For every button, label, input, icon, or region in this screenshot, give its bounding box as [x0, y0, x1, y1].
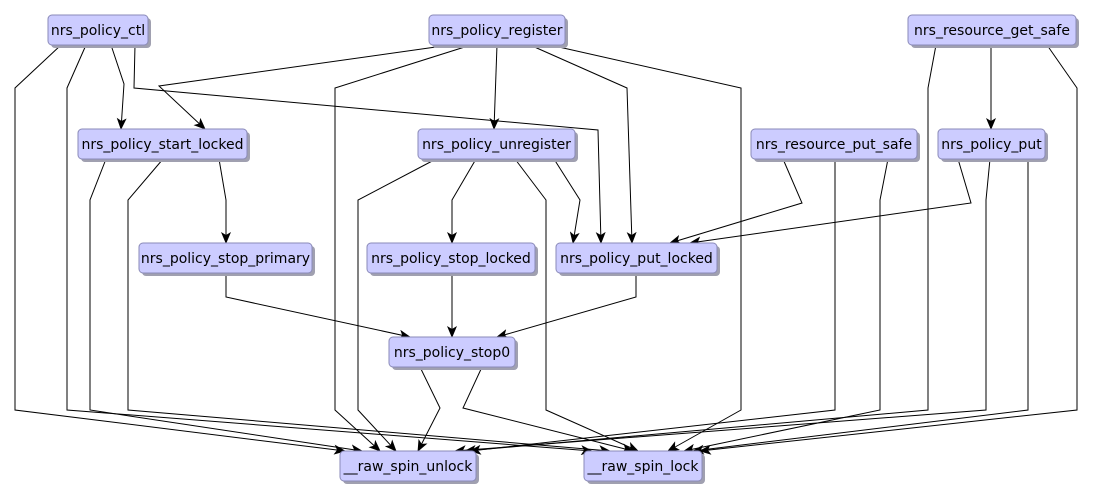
node-box — [937, 128, 1046, 160]
edge-put_locked-to-stop0 — [496, 273, 637, 339]
edge-register-to-start_locked — [157, 44, 451, 130]
edge-ctl-to-put_locked — [133, 44, 606, 244]
edge-ctl-to-start_locked — [110, 44, 127, 130]
edge-start_locked-to-unlock — [89, 158, 363, 455]
node-stop-locked[interactable]: nrs_policy_stop_locked — [366, 242, 538, 276]
node-box — [555, 242, 718, 274]
edge-start_locked-to-lock — [127, 158, 611, 456]
edge-stop0-to-lock — [462, 366, 634, 454]
node-label: nrs_resource_put_safe — [756, 137, 912, 153]
node-label: nrs_policy_register — [431, 23, 562, 39]
edge-get_safe-to-lock — [699, 44, 1078, 455]
node-unregister[interactable]: nrs_policy_unregister — [417, 128, 578, 162]
node-box — [388, 336, 516, 368]
edge-put-to-unlock — [454, 158, 991, 456]
node-label: nrs_policy_stop0 — [394, 345, 510, 361]
edge-unregister-to-stop_locked — [447, 158, 477, 244]
node-box — [907, 14, 1077, 46]
node-put[interactable]: nrs_policy_put — [937, 128, 1048, 162]
node-label: nrs_policy_unregister — [422, 137, 571, 153]
edge-register-to-put_locked — [529, 44, 637, 244]
edge-put_safe-to-unlock — [469, 159, 836, 455]
node-get-safe[interactable]: nrs_resource_get_safe — [907, 14, 1079, 48]
edge-put_safe-to-put_locked — [669, 158, 803, 245]
node-label: nrs_policy_put_locked — [560, 251, 713, 267]
node-box — [750, 128, 918, 160]
edges — [14, 44, 1078, 456]
node-box — [77, 128, 248, 160]
node-box — [417, 128, 576, 160]
edge-put-to-put_locked — [689, 158, 972, 247]
node-lock[interactable]: __raw_spin_lock — [583, 450, 705, 484]
nodes: nrs_policy_ctl nrs_policy_register nrs_res… — [47, 14, 1079, 484]
node-label: nrs_policy_put — [941, 137, 1042, 153]
edge-stop0-to-unlock — [417, 366, 441, 452]
node-box — [47, 14, 149, 46]
edge-ctl-to-unlock — [14, 44, 346, 455]
edge-start_locked-to-stop_primary — [218, 158, 231, 244]
node-ctl[interactable]: nrs_policy_ctl — [47, 14, 151, 48]
node-stop-primary[interactable]: nrs_policy_stop_primary — [138, 242, 315, 276]
node-box — [366, 242, 536, 274]
node-label: nrs_policy_start_locked — [81, 137, 243, 153]
edge-put-to-lock — [692, 159, 1029, 455]
node-put-locked[interactable]: nrs_policy_put_locked — [555, 242, 720, 276]
edge-register-to-lock — [549, 44, 742, 452]
node-label: __raw_spin_lock — [587, 459, 700, 475]
node-start-locked[interactable]: nrs_policy_start_locked — [77, 128, 250, 162]
node-label: nrs_resource_get_safe — [914, 23, 1070, 39]
node-label: nrs_policy_ctl — [51, 23, 145, 39]
node-unlock[interactable]: __raw_spin_unlock — [339, 450, 479, 484]
edge-unregister-to-put_locked — [553, 158, 581, 244]
node-stop0[interactable]: nrs_policy_stop0 — [388, 336, 518, 370]
node-label: __raw_spin_unlock — [343, 459, 474, 475]
node-label: nrs_policy_stop_primary — [141, 251, 310, 267]
edge-register-to-unregister — [489, 44, 500, 130]
edge-ctl-to-lock — [66, 44, 593, 456]
node-box — [138, 242, 313, 274]
edge-put_safe-to-lock — [683, 158, 889, 454]
edge-get_safe-to-unlock — [464, 44, 937, 456]
edge-unregister-to-unlock — [357, 158, 437, 452]
node-box — [428, 14, 566, 46]
node-label: nrs_policy_stop_locked — [371, 251, 531, 267]
edge-unregister-to-lock — [514, 158, 639, 452]
node-register[interactable]: nrs_policy_register — [428, 14, 568, 48]
edge-stop_primary-to-stop0 — [225, 273, 411, 340]
node-put-safe[interactable]: nrs_resource_put_safe — [750, 128, 920, 162]
node-box — [339, 450, 477, 482]
node-box — [583, 450, 703, 482]
edge-register-to-unlock — [334, 44, 472, 452]
